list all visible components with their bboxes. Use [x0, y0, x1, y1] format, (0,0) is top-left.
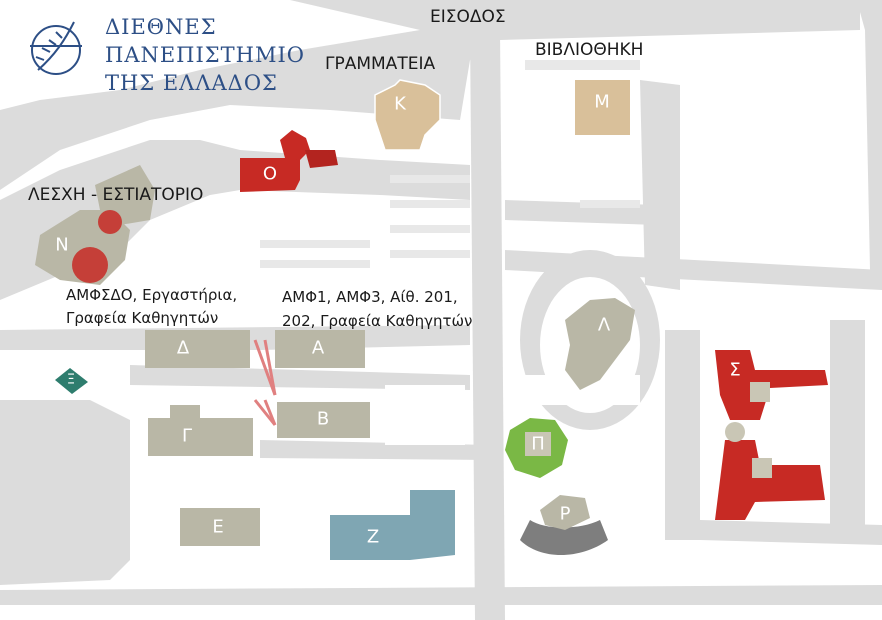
label-amf13-line2: 202, Γραφεία Καθηγητών — [282, 312, 472, 330]
building-o[interactable]: Ο — [240, 130, 338, 192]
building-xi[interactable]: Ξ — [55, 368, 88, 394]
logo-line-3: ΤΗΣ ΕΛΛΑΔΟΣ — [105, 71, 278, 95]
building-lambda-label: Λ — [598, 315, 611, 336]
building-xi-label: Ξ — [67, 373, 75, 388]
logo-line-2: ΠΑΝΕΠΙΣΤΗΜΙΟ — [105, 43, 305, 67]
label-amfsdo-line2: Γραφεία Καθηγητών — [66, 309, 218, 327]
building-e[interactable]: Ε — [180, 508, 260, 546]
building-lambda[interactable]: Λ — [565, 298, 635, 390]
building-gamma-label: Γ — [182, 426, 192, 447]
building-m-label: Μ — [594, 92, 610, 113]
university-logo: ΔΙΕΘΝΕΣ ΠΑΝΕΠΙΣΤΗΜΙΟ ΤΗΣ ΕΛΛΑΔΟΣ — [30, 15, 305, 95]
building-p-label: Ρ — [560, 504, 571, 525]
logo-line-1: ΔΙΕΘΝΕΣ — [105, 15, 217, 39]
building-n[interactable]: Ν — [35, 165, 155, 285]
building-delta-label: Δ — [177, 338, 190, 359]
label-library: ΒΙΒΛΙΟΘΗΚΗ — [535, 40, 643, 60]
building-sigma[interactable]: Σ — [715, 350, 828, 520]
building-m[interactable]: Μ — [575, 80, 630, 135]
building-k[interactable]: Κ — [374, 79, 441, 151]
building-a[interactable]: Α — [275, 330, 365, 368]
building-b[interactable]: Β — [277, 402, 370, 438]
label-amf13-line1: ΑΜΦ1, ΑΜΦ3, Αίθ. 201, — [282, 288, 458, 306]
building-pi-label: Π — [531, 434, 545, 455]
building-z[interactable]: Ζ — [330, 490, 455, 560]
label-club-restaurant: ΛΕΣΧΗ - ΕΣΤΙΑΤΟΡΙΟ — [28, 185, 203, 205]
building-o-label: Ο — [263, 164, 277, 185]
building-b-label: Β — [317, 409, 329, 430]
building-k-label: Κ — [394, 94, 407, 115]
building-z-label: Ζ — [367, 527, 379, 548]
building-delta[interactable]: Δ — [145, 330, 250, 368]
building-pi[interactable]: Π — [505, 418, 568, 478]
connecting-walkways — [253, 339, 277, 426]
building-e-label: Ε — [212, 517, 223, 538]
label-secretariat: ΓΡΑΜΜΑΤΕΙΑ — [325, 54, 435, 74]
label-entrance: ΕΙΣΟΔΟΣ — [430, 7, 506, 27]
building-n-label: Ν — [55, 235, 68, 256]
building-a-label: Α — [312, 338, 325, 359]
building-gamma[interactable]: Γ — [148, 405, 253, 456]
olive-branch-icon — [30, 21, 82, 75]
label-amfsdo-line1: ΑΜΦΣΔΟ, Εργαστήρια, — [66, 286, 237, 304]
building-p[interactable]: Ρ — [520, 495, 608, 555]
building-sigma-label: Σ — [729, 360, 740, 381]
